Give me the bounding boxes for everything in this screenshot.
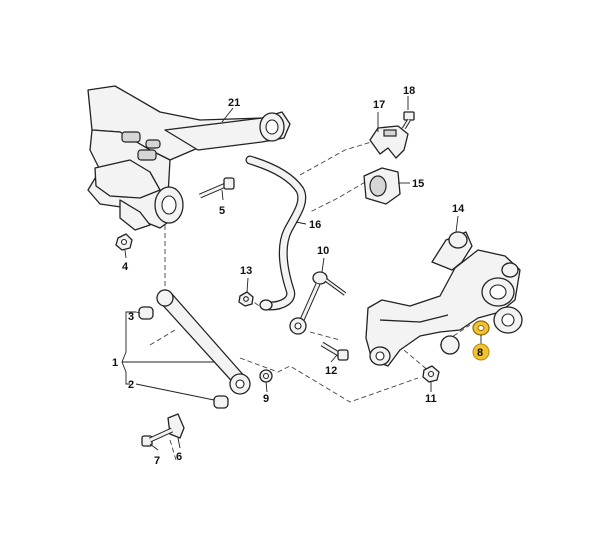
- part-6-eccentric-washer: [167, 413, 185, 439]
- label-1: 1: [112, 357, 118, 369]
- part-11-nut: [422, 365, 440, 383]
- part-8-nut: [472, 320, 490, 336]
- part-13-nut: [238, 291, 254, 307]
- part-10-coupling-rod: [289, 271, 347, 335]
- label-16: 16: [309, 219, 321, 231]
- label-3: 3: [128, 311, 134, 323]
- label-18: 18: [403, 85, 415, 97]
- part-labels: 21 17 18 15 5 16 4 13 10 14 12 11 9 7 6 …: [112, 85, 465, 467]
- label-13: 13: [240, 265, 252, 277]
- label-21: 21: [228, 97, 240, 109]
- label-12: 12: [325, 365, 337, 377]
- label-8: 8: [477, 347, 483, 359]
- label-5: 5: [219, 205, 225, 217]
- part-4-nut: [115, 233, 133, 251]
- label-4: 4: [122, 261, 129, 273]
- label-7: 7: [154, 455, 160, 467]
- part-15-rubber-bush: [363, 167, 401, 205]
- part-5-bolt: [199, 177, 235, 199]
- part-14-wheel-bearing-housing: [365, 231, 523, 367]
- label-10: 10: [317, 245, 329, 257]
- label-11: 11: [425, 393, 437, 405]
- part-2-bush: [213, 395, 229, 409]
- part-18-bolt: [402, 111, 415, 130]
- assembly-dashed-lines: [149, 124, 471, 461]
- part-12-bolt: [320, 341, 349, 361]
- part-9-washer: [259, 369, 273, 383]
- part-7-bolt: [141, 427, 174, 447]
- label-17: 17: [373, 99, 385, 111]
- part-17-clamp: [369, 125, 409, 159]
- part-21-link-arm: [164, 111, 291, 151]
- part-2-transverse-link: [156, 289, 251, 395]
- callout-8-highlight[interactable]: 8: [472, 343, 490, 361]
- label-15: 15: [412, 178, 424, 190]
- part-16-stabilizer-bar: [245, 155, 307, 311]
- label-6: 6: [176, 451, 182, 463]
- part-3-bush: [138, 306, 154, 320]
- label-2: 2: [128, 379, 134, 391]
- leader-lines: [121, 96, 482, 451]
- label-14: 14: [452, 203, 465, 215]
- rear-subframe: [87, 85, 269, 231]
- label-9: 9: [263, 393, 269, 405]
